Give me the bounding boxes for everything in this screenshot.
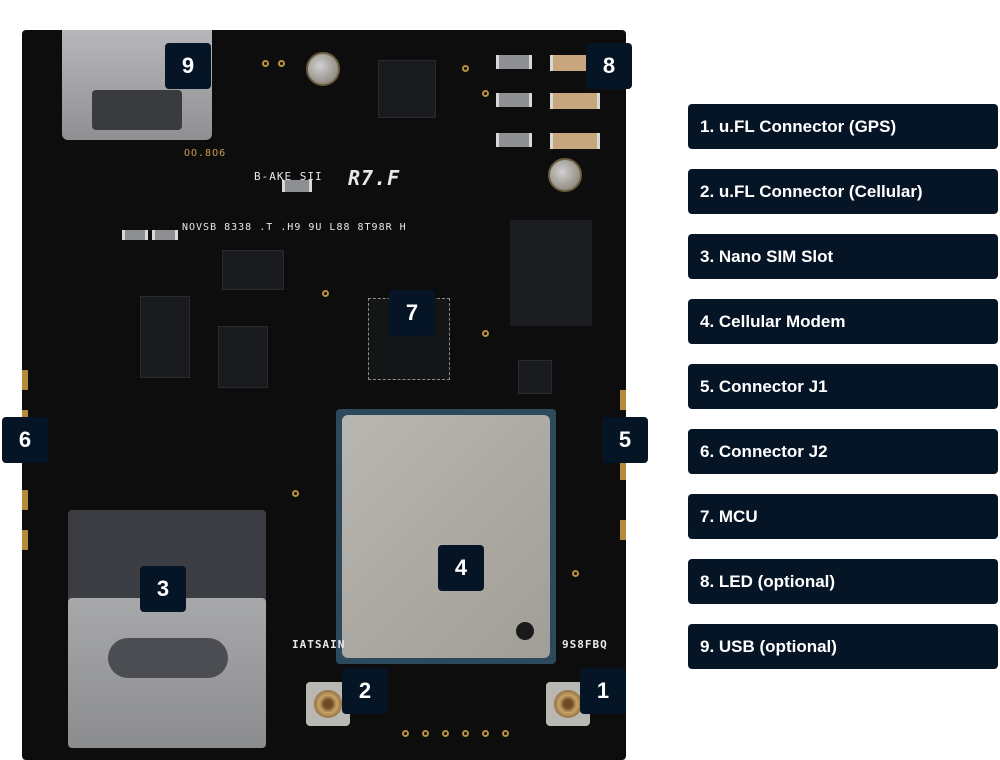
via [502,730,509,737]
via [322,290,329,297]
via [482,330,489,337]
smd-component [152,230,178,240]
silkscreen-logo: R7.F [348,166,401,190]
ic-chip [218,326,268,388]
callout-badge-2: 2 [342,668,388,714]
led [550,93,600,109]
pin-header [510,220,592,326]
callout-badge-6: 6 [2,417,48,463]
mounting-hole [306,52,340,86]
edge-pad [22,370,28,390]
sim-slot [68,510,266,748]
via [482,730,489,737]
edge-pad [22,530,28,550]
modem-marker-dot [516,622,534,640]
usb-port [92,90,182,130]
silkscreen-text: NOVSB 8338 .T .H9 9U L88 8T98R H [182,222,407,233]
via [422,730,429,737]
via [278,60,285,67]
legend-item-connector-j1: 5. Connector J1 [688,364,998,409]
via [462,65,469,72]
edge-pad [620,520,626,540]
smd-component [122,230,148,240]
legend-item-mcu: 7. MCU [688,494,998,539]
ic-chip [518,360,552,394]
pcb-board: B-AKE SII R7.F NOVSB 8338 .T .H9 9U L88 … [22,30,626,760]
legend-item-nano-sim: 3. Nano SIM Slot [688,234,998,279]
callout-badge-7: 7 [389,290,435,336]
via [262,60,269,67]
callout-badge-8: 8 [586,43,632,89]
mounting-hole [548,158,582,192]
legend-item-connector-j2: 6. Connector J2 [688,429,998,474]
regulator-chip [140,296,190,378]
callout-badge-1: 1 [580,668,626,714]
silkscreen-text: IATSAIN [292,638,346,651]
via [572,570,579,577]
legend-item-usb: 9. USB (optional) [688,624,998,669]
sim-cover [68,598,266,748]
sim-window [108,638,228,678]
smd-component [496,133,532,147]
edge-pad [22,490,28,510]
silkscreen-text: OO.8O6 [184,148,227,159]
legend-item-cellular-modem: 4. Cellular Modem [688,299,998,344]
smd-component [496,93,532,107]
silkscreen-text: B-AKE SII [254,170,323,183]
via [402,730,409,737]
ic-chip [222,250,284,290]
callout-badge-9: 9 [165,43,211,89]
edge-pad [620,460,626,480]
cellular-modem [336,409,556,664]
callout-badge-4: 4 [438,545,484,591]
led [550,133,600,149]
legend-item-ufl-gps: 1. u.FL Connector (GPS) [688,104,998,149]
legend: 1. u.FL Connector (GPS) 2. u.FL Connecto… [688,104,998,689]
modem-shield-can [342,415,550,658]
ic-chip [378,60,436,118]
via [482,90,489,97]
silkscreen-text: 9S8FBQ [562,638,608,651]
edge-pad [620,390,626,410]
via [462,730,469,737]
smd-component [282,180,312,192]
smd-component [496,55,532,69]
callout-badge-3: 3 [140,566,186,612]
legend-item-led: 8. LED (optional) [688,559,998,604]
callout-badge-5: 5 [602,417,648,463]
via [442,730,449,737]
legend-item-ufl-cellular: 2. u.FL Connector (Cellular) [688,169,998,214]
via [292,490,299,497]
